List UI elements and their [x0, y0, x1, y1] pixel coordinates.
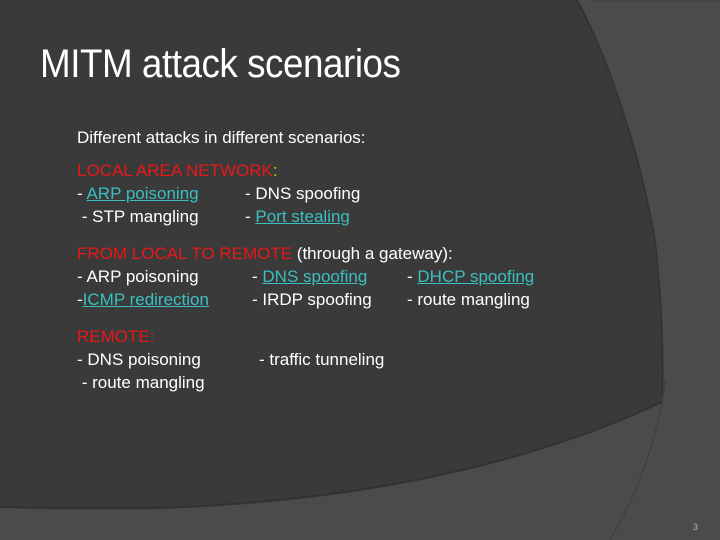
section-heading-remote: REMOTE:: [77, 325, 534, 348]
icmp-redirection-link[interactable]: ICMP redirection: [82, 290, 209, 309]
arp-poisoning-text: ARP poisoning: [86, 267, 199, 286]
traffic-tunneling-text: traffic tunneling: [269, 350, 385, 369]
slide-page-number: 3: [693, 522, 699, 532]
lan-row-2: - STP mangling- Port stealing: [77, 207, 350, 226]
slide-content: Different attacks in different scenarios…: [77, 126, 534, 394]
lan-heading: LOCAL AREA NETWORK: [77, 161, 273, 180]
section-heading-lan: LOCAL AREA NETWORK:: [77, 159, 534, 182]
route-mangling-remote-text: route mangling: [92, 373, 205, 392]
section-heading-local-to-remote: FROM LOCAL TO REMOTE (through a gateway)…: [77, 242, 534, 265]
local-to-remote-suffix: (through a gateway):: [292, 244, 453, 263]
slide-title: MITM attack scenarios: [40, 42, 401, 86]
dns-spoofing-link[interactable]: DNS spoofing: [262, 267, 368, 286]
irdp-spoofing-text: IRDP spoofing: [262, 290, 372, 309]
arp-poisoning-link[interactable]: ARP poisoning: [86, 184, 199, 203]
local-to-remote-row-2: -ICMP redirection- IRDP spoofing- route …: [77, 290, 530, 309]
local-to-remote-heading: FROM LOCAL TO REMOTE: [77, 244, 293, 263]
remote-row-2: - route mangling: [77, 373, 205, 392]
dns-poisoning-text: DNS poisoning: [87, 350, 201, 369]
intro-text: Different attacks in different scenarios…: [77, 128, 366, 147]
dhcp-spoofing-link[interactable]: DHCP spoofing: [417, 267, 535, 286]
lan-heading-colon: :: [272, 161, 278, 180]
remote-row-1: - DNS poisoning- traffic tunneling: [77, 350, 385, 369]
lan-row-1: - ARP poisoning- DNS spoofing: [77, 184, 361, 203]
local-to-remote-row-1: - ARP poisoning- DNS spoofing- DHCP spoo…: [77, 267, 535, 286]
route-mangling-text: route mangling: [417, 290, 530, 309]
dns-spoofing-text: DNS spoofing: [255, 184, 361, 203]
remote-heading: REMOTE:: [77, 327, 155, 346]
stp-mangling-text: STP mangling: [92, 207, 199, 226]
port-stealing-link[interactable]: Port stealing: [255, 207, 350, 226]
